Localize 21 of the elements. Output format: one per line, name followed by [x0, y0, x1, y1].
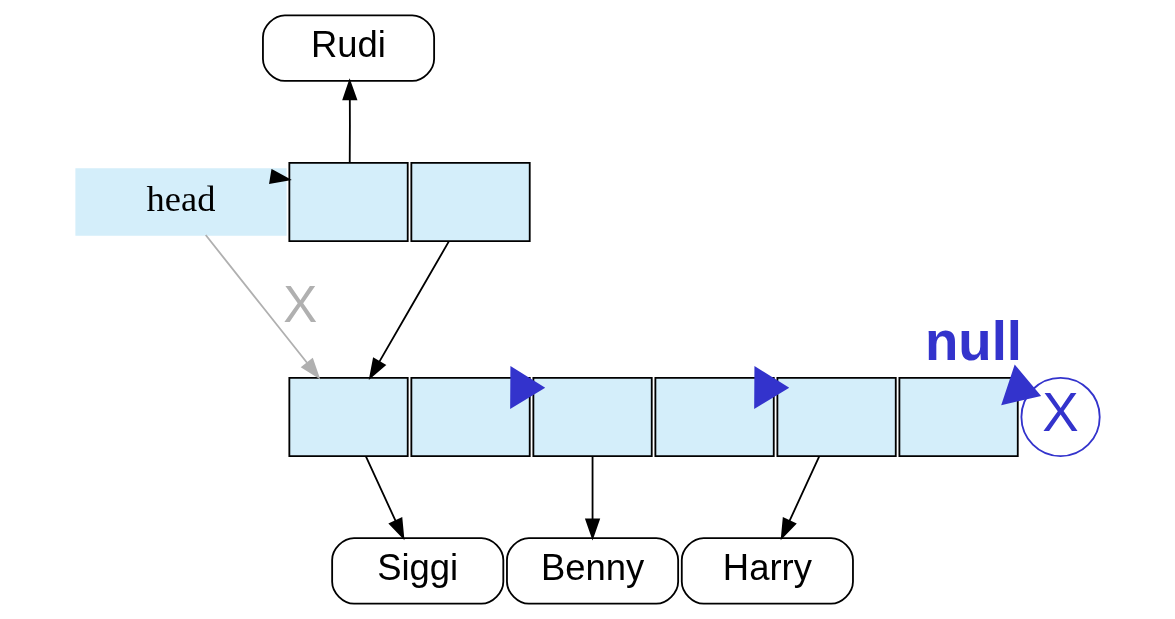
node-box: Benny: [505, 537, 679, 605]
arrow: [204, 234, 320, 380]
edge-label: X: [282, 276, 317, 334]
arrow: [509, 366, 545, 409]
node-label: null: [924, 310, 1022, 372]
arrow: [753, 366, 789, 409]
node-box: Harry: [680, 537, 854, 605]
arrow: [1000, 364, 1041, 406]
arrow: [368, 240, 450, 381]
arrow: [268, 168, 292, 185]
arrow: [364, 455, 404, 541]
node-circle: X: [1020, 376, 1101, 457]
node-box: [287, 162, 409, 243]
node-box: Rudi: [261, 14, 435, 82]
node-box: [776, 376, 897, 457]
node-box: Siggi: [330, 537, 504, 605]
node-box: [287, 376, 409, 457]
arrow: [584, 455, 600, 541]
arrow: [780, 455, 820, 541]
arrow: [341, 78, 357, 164]
node-box: [409, 162, 531, 243]
